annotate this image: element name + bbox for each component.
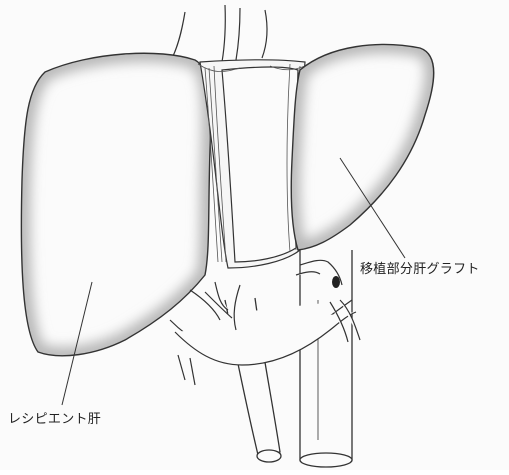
central-caudate: [198, 60, 305, 268]
duct-marker: [332, 276, 340, 288]
vena-cava: [300, 250, 352, 467]
graft-liver: [291, 44, 434, 250]
graft-label: 移植部分肝グラフト: [360, 258, 480, 277]
recipient-label: レシピエント肝: [8, 408, 101, 427]
recipient-liver: [21, 53, 210, 356]
hepatic-veins-top: [170, 5, 267, 62]
